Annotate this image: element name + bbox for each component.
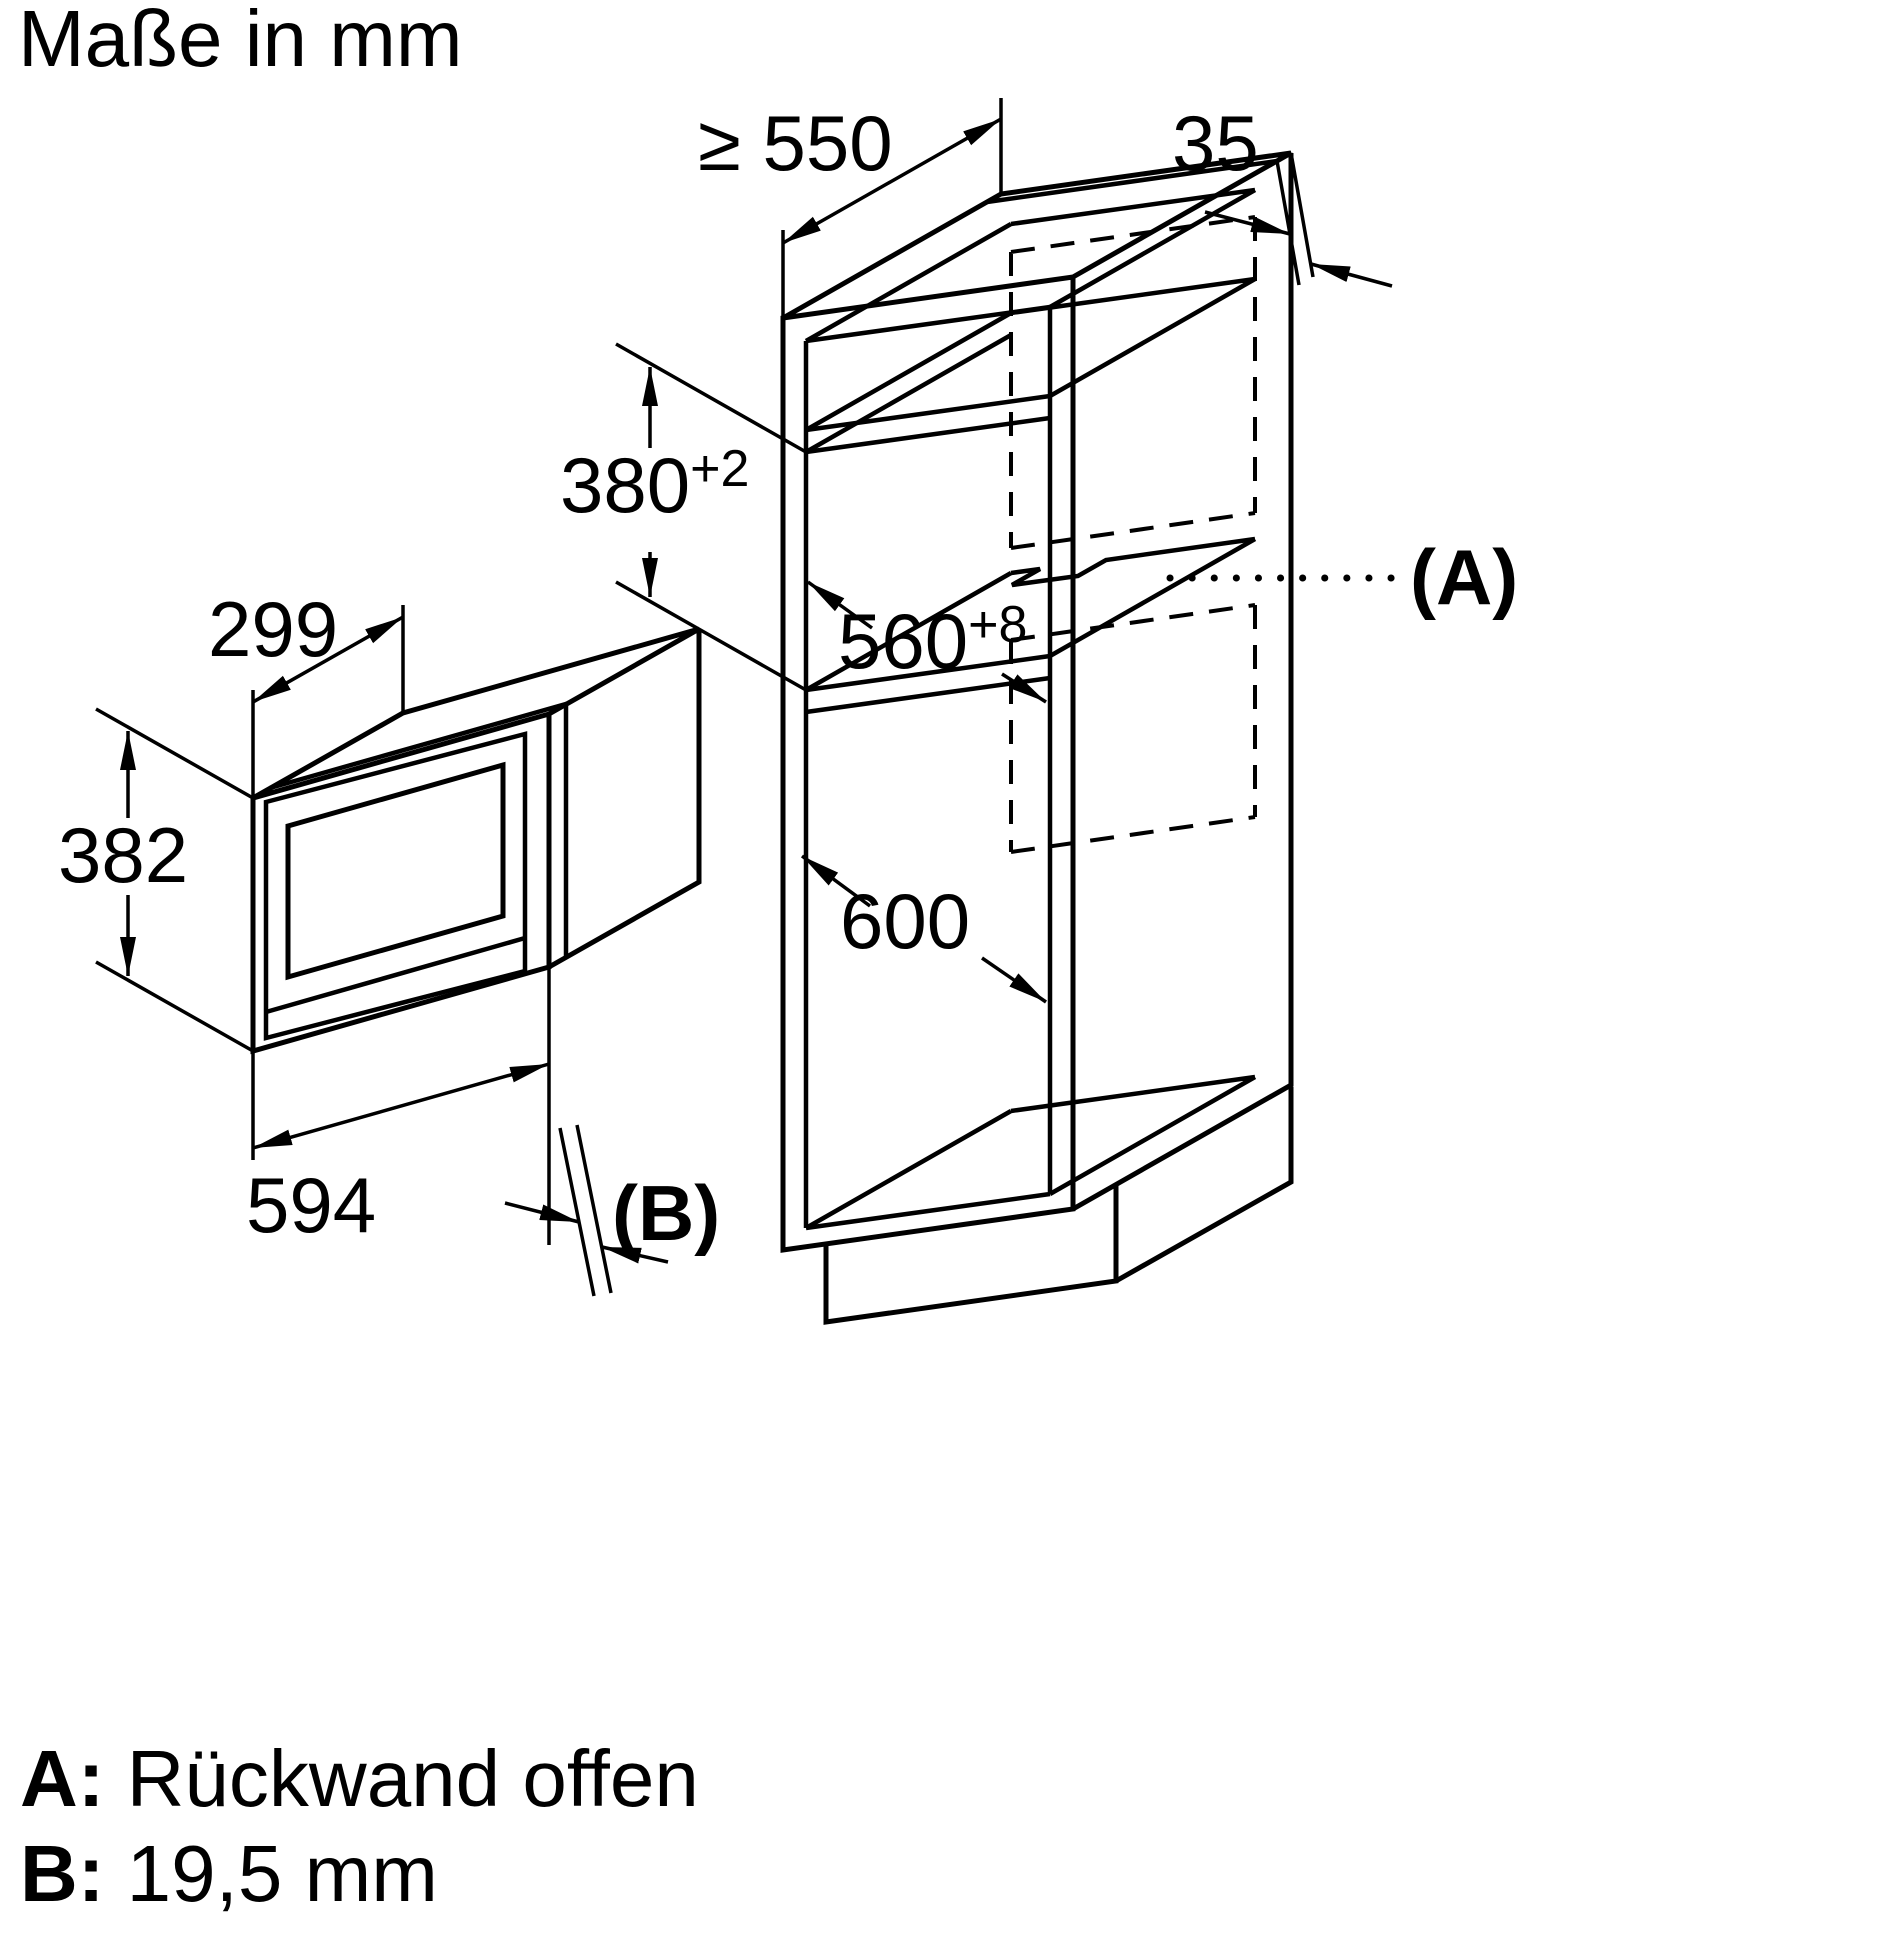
dim-mw-height-extensions [95,707,254,1053]
dim-cabinet-depth-line [782,117,1002,245]
cabinet-drawing [780,150,1294,1325]
top-clearance-label: 35 [1172,99,1259,187]
callout-b-gap-lines [558,1124,613,1297]
callout-b: (B) [504,1124,720,1297]
dim-top-clearance-arrow-left [1204,210,1291,236]
callout-b-arrow-left [504,1201,580,1224]
legend-a-key: A: [20,1734,104,1823]
microwave-door-bottom-strip [265,935,526,1015]
dim-top-clearance-arrow-right [1310,262,1393,288]
niche-height-label: 380+2 [560,440,749,529]
microwave-door-window [285,761,506,981]
dim-niche-height-extensions [615,342,807,692]
mw-height-label: 382 [58,811,188,899]
niche-width-value: 560 [838,597,968,685]
legend-line-a: A: Rückwand offen [20,1734,699,1823]
callout-b-label: (B) [612,1169,720,1257]
dim-mw-width-line [252,1062,550,1150]
niche-height-tolerance: +2 [690,440,749,498]
legend-a-text: Rückwand offen [104,1734,698,1823]
dim-mw-depth-line [252,615,404,704]
dim-niche-height: 380+2 [560,342,807,692]
dim-mw-depth-extensions [251,605,405,798]
cabinet-top-rail-line [986,158,1278,205]
cabinet-interior [804,187,1257,1230]
callout-b-arrow-right [601,1245,669,1264]
dim-top-clearance-extensions [1275,152,1315,286]
dim-lower-arrow-left [800,854,872,908]
cabinet-open-back-dashed [1009,215,1257,854]
mw-depth-label: 299 [208,585,338,673]
dim-niche-width-arrow-right [1001,672,1047,704]
dim-mw-width: 594 [246,967,551,1249]
callout-a: (A) [1166,533,1518,621]
mw-width-label: 594 [246,1161,376,1249]
cabinet-inner-frame [803,304,1053,1231]
dim-niche-width: 560+8 [806,580,1047,704]
cabinet-shelves [805,393,1051,715]
niche-width-label: 560+8 [838,596,1027,685]
lower-compartment-label: 600 [840,877,970,965]
dim-mw-depth: 299 [208,585,405,798]
dim-lower-compartment: 600 [800,854,1047,1004]
cabinet-plinth [823,1087,1294,1325]
legend-line-b: B: 19,5 mm [20,1829,438,1918]
dim-lower-arrow-right [981,956,1047,1004]
cabinet-outline [780,150,1294,1253]
microwave-drawing [250,626,702,1055]
niche-width-tolerance: +8 [968,596,1027,654]
legend: A: Rückwand offen B: 19,5 mm [20,1734,699,1918]
dim-top-clearance: 35 [986,99,1393,288]
cabinet-depth-label: ≥ 550 [698,99,893,187]
page-title: Maße in mm [18,0,463,83]
dim-cabinet-depth: ≥ 550 [698,98,1003,318]
microwave-door-frame [263,731,528,1041]
microwave-outline [250,626,702,1055]
niche-height-value: 380 [560,441,690,529]
callout-a-label: (A) [1410,533,1518,621]
dim-cabinet-depth-extensions [781,98,1003,318]
dim-mw-height: 382 [58,707,254,1053]
dim-niche-width-arrow-left [806,580,874,630]
legend-b-text: 19,5 mm [104,1829,437,1918]
legend-b-key: B: [20,1829,104,1918]
niche-cutout-notch [1010,536,1256,588]
microwave-door-step [269,701,569,957]
